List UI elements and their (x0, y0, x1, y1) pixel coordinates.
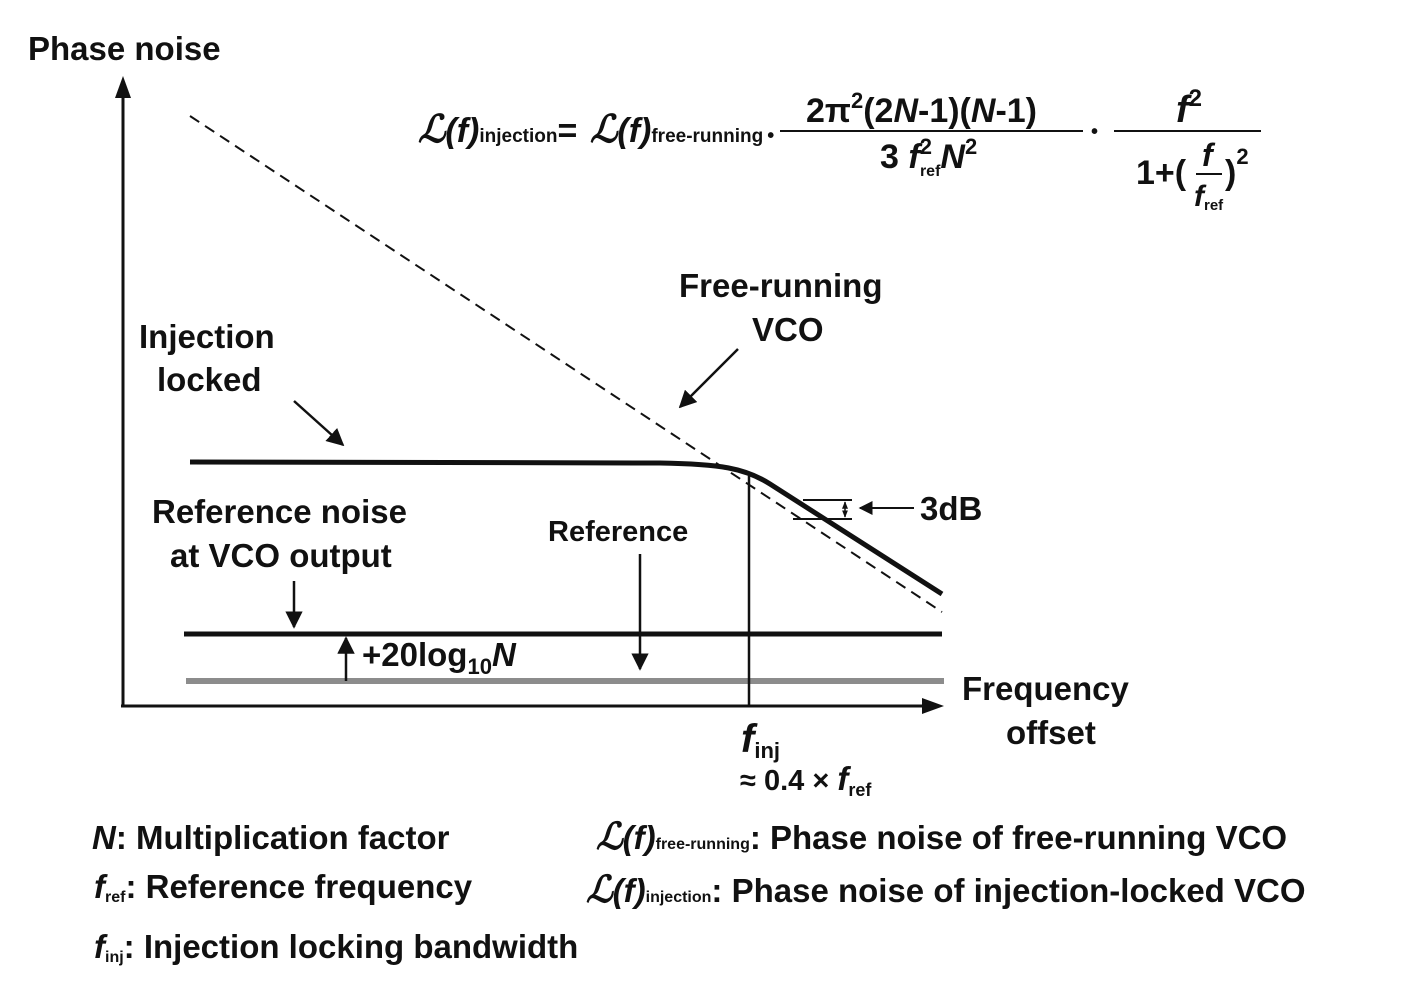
free-running-vco-curve (189, 115, 943, 613)
injection-label-line2: locked (157, 361, 262, 398)
free-running-pointer-arrow (678, 348, 739, 409)
legend-finj-text: : Injection locking bandwidth (124, 928, 579, 965)
gain-n: N (492, 636, 517, 673)
refnoise-label-line2: at VCO output (170, 537, 392, 574)
legend-fref: fref: Reference frequency (94, 868, 473, 906)
den2-sub: ref (1204, 197, 1224, 214)
den1-a: 3 (880, 138, 908, 176)
y-axis (115, 76, 131, 706)
formula-lhs-L: ℒ (418, 109, 447, 151)
injection-locked-pointer-arrow (293, 400, 345, 447)
approx-f: f (837, 760, 851, 797)
legend-n-text: : Multiplication factor (116, 819, 450, 856)
fraction2-den-a: 1+( (1136, 154, 1187, 192)
legend-fref-sym: f (94, 868, 108, 905)
legend-lfree-sym: ℒ (596, 817, 624, 858)
legend-lfree-text: : Phase noise of free-running VCO (750, 819, 1287, 856)
den1-n: N (940, 138, 966, 176)
gain-prefix: +20log (362, 636, 467, 673)
num1-sup: 2 (851, 88, 863, 113)
legend-linj-sym: ℒ (586, 870, 614, 911)
formula-lhs: ℒ(f)injection= (418, 109, 577, 151)
legend-n-sym: N (92, 819, 117, 856)
formula-equals: = (557, 112, 577, 150)
finj-axis-label: finj (741, 717, 780, 763)
legend-lfree-paren: (f) (623, 819, 656, 856)
num2-sup: 2 (1189, 85, 1202, 112)
legend-linj-text: : Phase noise of injection-locked VCO (711, 872, 1305, 909)
x-axis-title-line2: offset (1006, 714, 1096, 751)
den1-sup: 2 (920, 134, 932, 159)
formula-dot1: • (767, 125, 774, 147)
den2-b: ) (1225, 154, 1236, 192)
legend-fref-sub: ref (105, 889, 126, 906)
den1-f: f (908, 138, 923, 176)
legend-lfree: ℒ(f)free-running: Phase noise of free-ru… (596, 817, 1287, 858)
formula-lhs-sub: injection (479, 126, 557, 147)
formula-free-sub: free-running (651, 126, 763, 147)
formula-free: ℒ(f)free-running• (590, 109, 774, 151)
x-axis (121, 698, 944, 714)
phase-noise-formula: ℒ(f)injection= ℒ(f)free-running• 2π2(2N-… (418, 85, 1261, 214)
fraction2-inner-den: fref (1194, 180, 1224, 214)
finj-f: f (741, 717, 758, 761)
injection-locked-curve (189, 459, 944, 597)
legend-linj-paren: (f) (613, 872, 646, 909)
legend-linj: ℒ(f)injection: Phase noise of injection-… (586, 870, 1306, 911)
approx-sub: ref (848, 780, 872, 800)
den1-sup2: 2 (965, 134, 977, 159)
den1-sub: ref (920, 163, 941, 180)
num1-d: -1) (995, 92, 1037, 130)
formula-free-f: (f) (617, 112, 651, 150)
fraction2-inner-num: f (1202, 137, 1216, 173)
legend-finj: finj: Injection locking bandwidth (94, 928, 578, 966)
finj-approx-label: ≈ 0.4 × fref (740, 760, 872, 800)
y-axis-title: Phase noise (28, 30, 221, 67)
legend-fref-text: : Reference frequency (125, 868, 472, 905)
num1-a: 2π (806, 92, 851, 130)
injection-label-line1: Injection (139, 318, 275, 355)
formula-free-L: ℒ (590, 109, 619, 151)
finj-sub: inj (754, 738, 780, 763)
den2-sup: 2 (1236, 144, 1248, 169)
num1-n1: N (893, 92, 919, 130)
formula-lhs-f: (f) (445, 112, 479, 150)
fraction2-numerator: f2 (1176, 85, 1202, 131)
three-db-label: 3dB (920, 490, 982, 527)
num1-b: (2 (863, 92, 893, 130)
gain-sub: 10 (467, 654, 491, 679)
fraction2-den-close: )2 (1225, 144, 1249, 192)
definitions-legend: N: Multiplication factor fref: Reference… (92, 817, 1306, 966)
num2-f: f (1176, 89, 1192, 131)
x-axis-title-line1: Frequency (962, 670, 1130, 707)
den2-fref: f (1194, 180, 1207, 213)
gain-label: +20log10N (362, 636, 517, 679)
legend-n: N: Multiplication factor (92, 819, 450, 856)
approx-text: ≈ 0.4 × (740, 765, 837, 797)
free-running-label-line2: VCO (752, 311, 824, 348)
legend-lfree-sub: free-running (656, 836, 750, 853)
legend-linj-sub: injection (646, 889, 712, 906)
reference-label: Reference (548, 516, 688, 548)
legend-finj-sub: inj (105, 949, 124, 966)
refnoise-label-line1: Reference noise (152, 493, 407, 530)
num1-c: -1)( (918, 92, 972, 130)
formula-dot2: • (1091, 121, 1098, 143)
fraction1-numerator: 2π2(2N-1)(N-1) (806, 88, 1037, 130)
legend-finj-sym: f (94, 928, 108, 965)
free-running-label-line1: Free-running (679, 267, 883, 304)
num1-n2: N (971, 92, 997, 130)
three-db-bracket (793, 499, 914, 520)
